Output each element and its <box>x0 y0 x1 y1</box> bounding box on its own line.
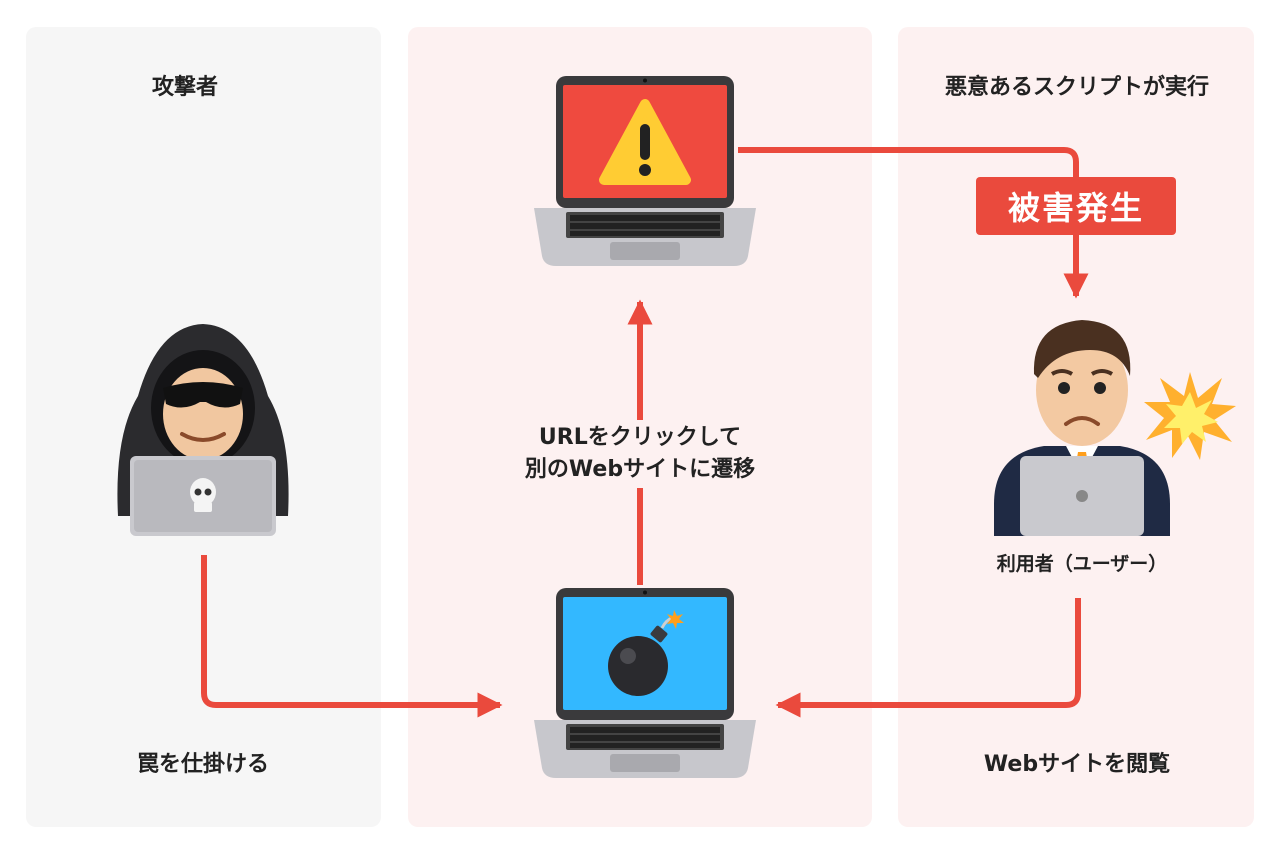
browse-website-label: Webサイトを閲覧 <box>983 752 1171 777</box>
worried-user-icon <box>994 320 1170 536</box>
damage-badge: 被害発生 <box>976 177 1176 235</box>
attacker-label: 攻撃者 <box>151 75 219 100</box>
explosion-icon <box>1144 372 1236 460</box>
script-executed-label: 悪意あるスクリプトが実行 <box>944 75 1210 100</box>
arrow-user-to-trap <box>775 598 1081 718</box>
transition-line-2: 別のWebサイトに遷移 <box>524 456 756 482</box>
transition-line-1: URLをクリックして <box>538 425 742 450</box>
transition-label: URLをクリックして 別のWebサイトに遷移 <box>518 420 762 488</box>
bomb-laptop-icon <box>534 588 756 778</box>
warning-laptop-icon <box>534 76 756 266</box>
set-trap-label: 罠を仕掛ける <box>136 752 270 777</box>
arrow-damage <box>738 147 1089 299</box>
arrow-attacker-to-trap <box>201 555 503 718</box>
hooded-hacker-icon <box>117 324 289 536</box>
user-label: 利用者（ユーザー） <box>996 553 1168 575</box>
